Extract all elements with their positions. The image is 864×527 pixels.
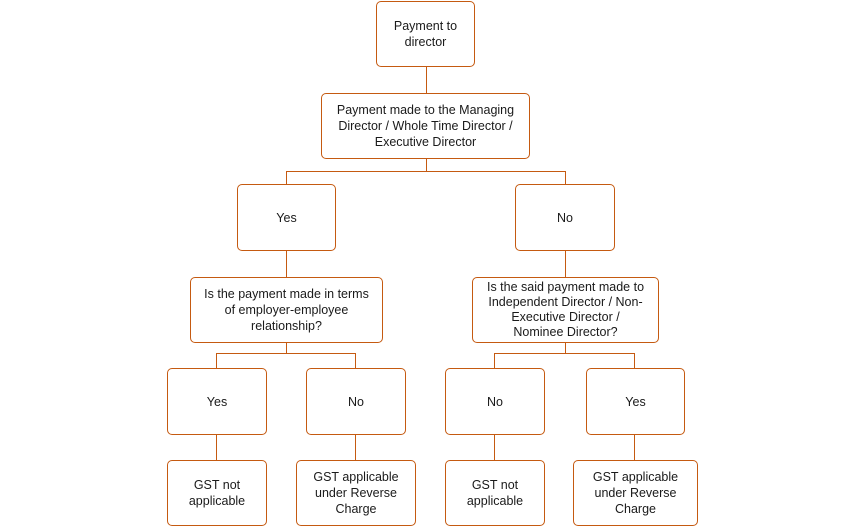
node-root: Payment to director	[376, 1, 475, 67]
connector-yes-to-employer-question	[286, 250, 287, 277]
connector-to-yes-employer	[216, 353, 217, 369]
connector-outcome-2	[355, 434, 356, 461]
node-yes-md: Yes	[237, 184, 336, 251]
node-yes-independent: Yes	[586, 368, 685, 435]
connector-root-to-question	[426, 66, 427, 93]
connector-to-yes-md	[286, 171, 287, 185]
node-no-independent: No	[445, 368, 545, 435]
node-outcome-gst-not-applicable-1: GST not applicable	[167, 460, 267, 526]
connector-outcome-4	[634, 434, 635, 461]
connector-level2-branch	[286, 171, 566, 172]
node-outcome-gst-not-applicable-2: GST not applicable	[445, 460, 545, 526]
node-question-md: Payment made to the Managing Director / …	[321, 93, 530, 159]
connector-question-down	[426, 158, 427, 172]
connector-independent-down	[565, 342, 566, 354]
connector-no-to-independent-question	[565, 250, 566, 277]
node-yes-employer: Yes	[167, 368, 267, 435]
connector-to-yes-independent	[634, 353, 635, 369]
connector-employer-branch	[216, 353, 356, 354]
node-question-independent: Is the said payment made to Independent …	[472, 277, 659, 343]
connector-outcome-1	[216, 434, 217, 461]
node-outcome-gst-reverse-charge-1: GST applicable under Reverse Charge	[296, 460, 416, 526]
connector-to-no-md	[565, 171, 566, 185]
node-no-md: No	[515, 184, 615, 251]
connector-outcome-3	[494, 434, 495, 461]
connector-to-no-employer	[355, 353, 356, 369]
node-question-employer: Is the payment made in terms of employer…	[190, 277, 383, 343]
connector-employer-down	[286, 342, 287, 354]
node-outcome-gst-reverse-charge-2: GST applicable under Reverse Charge	[573, 460, 698, 526]
connector-to-no-independent	[494, 353, 495, 369]
node-no-employer: No	[306, 368, 406, 435]
connector-independent-branch	[494, 353, 635, 354]
